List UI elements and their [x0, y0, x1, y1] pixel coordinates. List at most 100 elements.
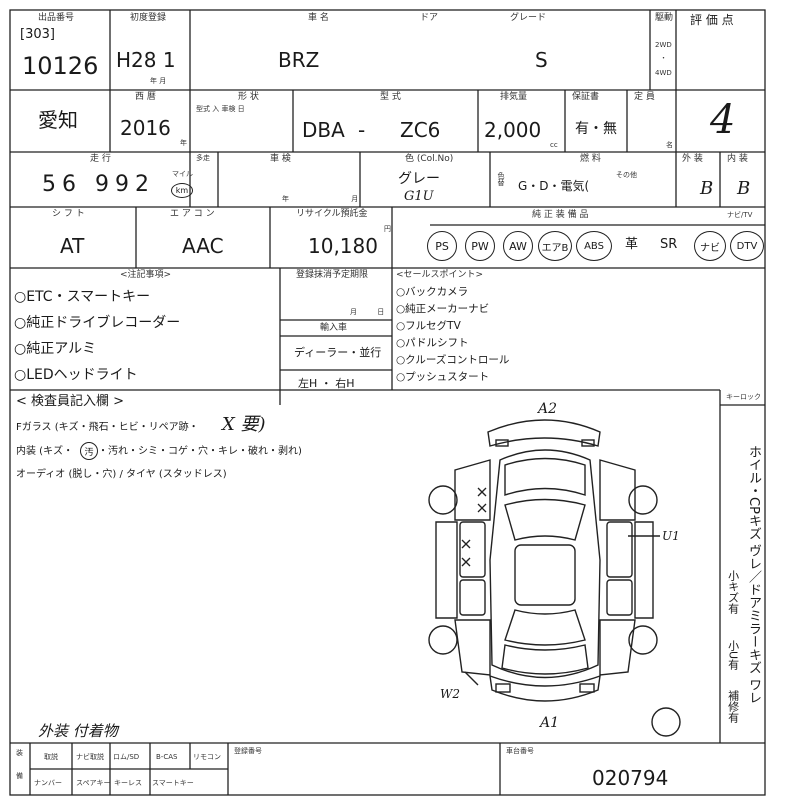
lot-prefix: [303]: [20, 27, 55, 42]
displacement-unit: cc: [550, 141, 558, 149]
notes-label: <注記事項>: [120, 270, 172, 280]
sales-item: ○バックカメラ: [396, 286, 469, 298]
footer-item: 取説: [44, 753, 58, 761]
mileage-note: 多走: [196, 154, 210, 162]
km-unit: km: [171, 183, 193, 198]
lot-label: 出品番号: [38, 13, 75, 23]
shift-label: シ フ ト: [52, 209, 85, 219]
year: 2016: [120, 116, 171, 140]
repaint-label: 色替: [497, 172, 505, 186]
footer-item: ロム/SD: [113, 753, 140, 761]
registration-label: 登録抹消予定期限: [296, 270, 369, 280]
note-item: ○純正ドライブレコーダー: [14, 315, 181, 331]
drive-4wd: 4WD: [655, 69, 672, 77]
fuel-other: その他: [616, 171, 637, 179]
first-reg-label: 初度登録: [130, 13, 167, 23]
year-unit: 年: [180, 139, 187, 147]
footer-item: スペアキー: [76, 779, 111, 787]
chassis-label: 車台番号: [506, 747, 534, 755]
door-label: ドア: [420, 13, 439, 23]
footer-row-label: 備: [16, 772, 23, 780]
note-item: ○ETC・スマートキー: [14, 289, 151, 305]
drive-label: 駆動: [655, 13, 674, 23]
equip-airbag: エアB: [538, 231, 572, 261]
handle-side: 左H ・ 右H: [298, 377, 355, 390]
car-name: BRZ: [278, 48, 320, 72]
side-notes-1: ホイル・CPキズ ヴレ／ドアミラーキズ ワレ: [745, 445, 761, 705]
fuel-label: 燃 料: [580, 154, 601, 164]
footer-item: ナンバー: [34, 779, 62, 787]
inspection-unit: 年 月: [282, 195, 359, 203]
fuel: G・D・電気(: [518, 179, 590, 193]
footer-item: ナビ取説: [76, 753, 104, 761]
exterior-grade: B: [700, 178, 714, 199]
footer-item: B-CAS: [156, 753, 178, 761]
sales-item: ○フルセグTV: [396, 320, 461, 332]
grade: S: [535, 48, 548, 72]
note-item: ○LEDヘッドライト: [14, 367, 138, 383]
model-dash: -: [358, 118, 366, 142]
footer-item: リモコン: [193, 753, 221, 761]
sales-item: ○クルーズコントロール: [396, 354, 510, 366]
sales-item: ○純正メーカーナビ: [396, 303, 490, 315]
key-lock-label: キーロック: [726, 393, 761, 401]
capacity-label: 定 員: [634, 92, 655, 102]
interior-label: 内 装: [727, 154, 748, 164]
color: グレー: [398, 171, 440, 187]
first-reg-sub: 年 月: [150, 77, 167, 85]
warranty: 有・無: [575, 121, 617, 137]
import-label: 輸入車: [320, 323, 348, 333]
navi-label: ナビ/TV: [727, 211, 753, 219]
interior-grade: B: [737, 178, 751, 199]
mark-right: U1: [662, 529, 680, 543]
warranty-label: 保証書: [572, 92, 600, 102]
registration-date-unit: 月 日: [350, 308, 385, 316]
recycle: 10,180: [308, 234, 378, 258]
region: 愛知: [38, 108, 78, 132]
footer-item: スマートキー: [152, 779, 194, 787]
drive-dot: ・: [660, 54, 667, 62]
sales-item: ○プッシュスタート: [396, 371, 490, 383]
score-label: 評 価 点: [690, 13, 734, 27]
grade-label: グレード: [510, 13, 547, 23]
lot-number: 10126: [22, 52, 99, 80]
side-notes-3: 小U有: [726, 640, 740, 671]
exterior-label: 外 装: [682, 154, 703, 164]
inspector-audio: オーディオ (脱し・穴) / タイヤ (スタッドレス): [16, 469, 227, 480]
shift: AT: [60, 234, 85, 258]
mark-rear: A1: [540, 715, 560, 731]
inspector-glass-mark: X 要): [222, 414, 266, 435]
equip-pw: PW: [465, 231, 495, 261]
model-prefix: DBA: [302, 118, 345, 142]
inspector-interior-rest: ・汚れ・シミ・コゲ・穴・キレ・破れ・剥れ): [98, 446, 302, 457]
equip-navi: ナビ: [694, 231, 726, 261]
inspector-glass: Fガラス (キズ・飛石・ヒビ・リペア跡・: [16, 422, 199, 433]
equip-leather: 革: [625, 237, 639, 252]
recycle-unit: 円: [384, 225, 391, 233]
chassis-number: 020794: [592, 766, 669, 790]
footer-row-label: 装: [16, 749, 23, 757]
sales-item: ○パドルシフト: [396, 337, 469, 349]
equip-sr: SR: [660, 237, 678, 252]
mile-unit: マイル: [172, 170, 193, 178]
inspector-label: < 検査員記入欄 >: [16, 394, 125, 409]
exterior-attachment: 外装 付着物: [38, 722, 118, 740]
displacement-label: 排気量: [500, 92, 528, 102]
equip-abs: ABS: [576, 231, 612, 261]
note-item: ○純正アルミ: [14, 341, 97, 357]
equipment-label: 純 正 装 備 品: [532, 210, 589, 220]
score: 4: [710, 97, 736, 143]
inspector-interior-circled: 汚: [80, 442, 98, 460]
mark-left: W2: [440, 687, 460, 701]
year-label: 西 暦: [135, 92, 156, 102]
mileage-label: 走 行: [90, 154, 111, 164]
first-reg: H28 1: [116, 48, 176, 72]
capacity-unit: 名: [666, 141, 673, 149]
shape-sub: 型式 入 車検 日: [196, 105, 245, 113]
side-notes-2: 小キズ有: [726, 570, 740, 614]
inspection-label: 車 検: [270, 154, 291, 164]
inspector-interior: 内装 (キズ・: [16, 446, 74, 457]
sales-label: <セールスポイント>: [396, 270, 484, 280]
